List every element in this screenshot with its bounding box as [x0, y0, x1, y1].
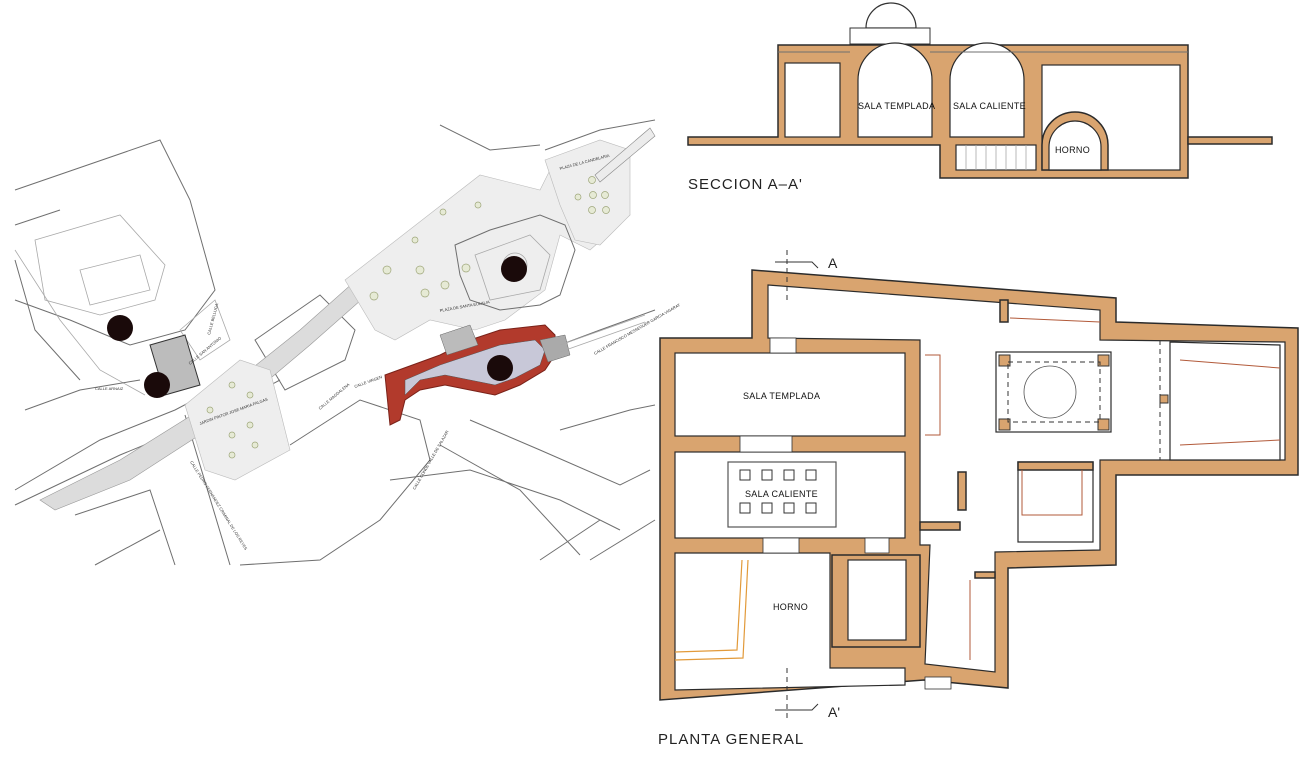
street-label: CALLE BELLUGA — [206, 303, 219, 336]
plaza-trees — [206, 176, 610, 459]
jardin-plaza — [184, 359, 291, 481]
planta-general: A A' SALA TEMPLADA SALA CALIENTE HORNO P… — [658, 250, 1299, 748]
plan-label-caliente: SALA CALIENTE — [745, 489, 818, 499]
location-marker — [107, 315, 133, 341]
plan-title: PLANTA GENERAL — [658, 731, 804, 748]
cut-label-top: A — [828, 255, 838, 271]
location-marker — [144, 372, 170, 398]
location-marker — [487, 355, 513, 381]
section-label-templada: SALA TEMPLADA — [858, 101, 935, 111]
section-label-caliente: SALA CALIENTE — [953, 101, 1026, 111]
excavation-trenches — [384, 314, 646, 426]
section-label-horno: HORNO — [1055, 145, 1090, 155]
section-title: SECCION A–A' — [688, 176, 803, 193]
location-marker — [501, 256, 527, 282]
street-label: CALLE SAN ANTONIO — [187, 336, 222, 366]
street-label: CALLE ARNAIZ — [95, 386, 124, 391]
section-a-a: SALA TEMPLADA SALA CALIENTE HORNO SECCIO… — [687, 2, 1273, 193]
cut-label-bottom: A' — [828, 704, 840, 720]
street-label: CALLE VIRGEN — [354, 374, 383, 389]
street-label: CALLE MAGDALENA — [317, 382, 350, 411]
plan-label-templada: SALA TEMPLADA — [743, 391, 820, 401]
street-label: CALLE CONDE VALLE DE SALAZAR — [412, 429, 450, 490]
site-plan: CALLE BELLUGA CALLE SAN ANTONIO CALLE AR… — [14, 119, 681, 566]
plan-label-horno: HORNO — [773, 602, 808, 612]
